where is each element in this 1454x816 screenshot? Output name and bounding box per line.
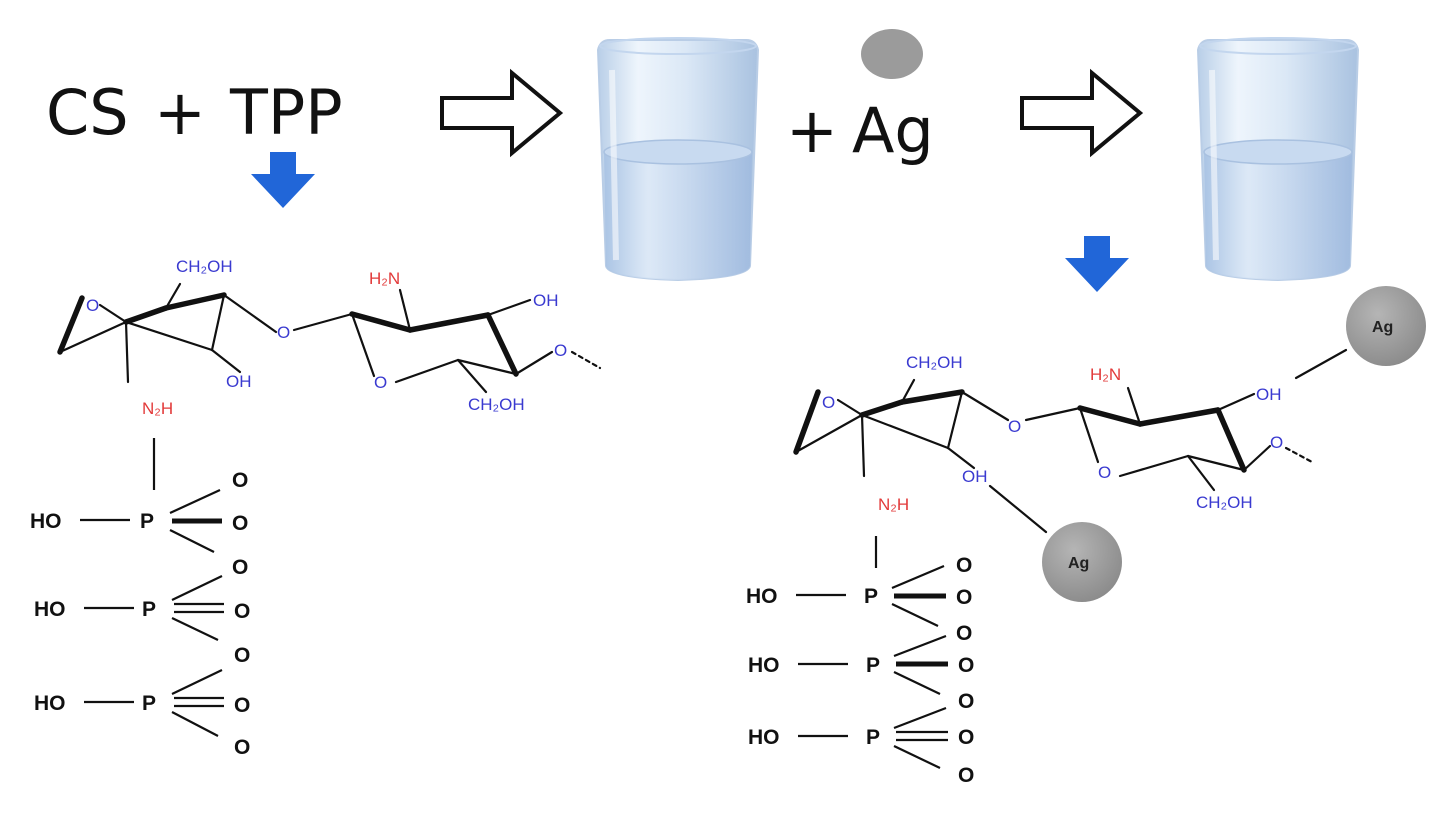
phosphate-ho-label: HO bbox=[30, 510, 62, 533]
reaction-arrow-1 bbox=[440, 71, 562, 155]
reactant-tpp-label: TPP bbox=[229, 76, 343, 149]
beaker-2 bbox=[1198, 38, 1358, 280]
structure-right-ch2oh-top-label: CH₂OH bbox=[906, 353, 963, 372]
phosphate-ho-label: HO bbox=[748, 654, 780, 677]
phosphate-o-label: O bbox=[234, 694, 250, 717]
phosphate-ho-label: HO bbox=[34, 598, 66, 621]
phosphate-p-label: P bbox=[142, 692, 156, 715]
phosphate-p-label: P bbox=[866, 726, 880, 749]
phosphate-ho-label: HO bbox=[748, 726, 780, 749]
structure-left-ring-o2-label: O bbox=[374, 373, 387, 392]
structure-right-ag-top-label: Ag bbox=[1372, 319, 1393, 336]
structure-left-o-tail-label: O bbox=[554, 341, 567, 360]
structure-right-oh-mid-label: OH bbox=[962, 467, 988, 486]
ag-nanoparticle-bottom-icon bbox=[1042, 522, 1122, 602]
plus-sign-1: + bbox=[154, 76, 206, 149]
structure-left-oh-right-label: OH bbox=[533, 291, 559, 310]
phosphate-p-label: P bbox=[140, 510, 154, 533]
structure-right-ring-o1-label: O bbox=[822, 393, 835, 412]
phosphate-o-label: O bbox=[232, 512, 248, 535]
structure-right-ch2oh-bottom-label: CH₂OH bbox=[1196, 493, 1253, 512]
ag-nanoparticle-top-icon bbox=[1346, 286, 1426, 366]
structure-right-oh-right-label: OH bbox=[1256, 385, 1282, 404]
metal-ag-label: Ag bbox=[852, 94, 934, 167]
blue-arrow-down-left-icon bbox=[251, 152, 315, 208]
structure-left-n2h-label: N₂H bbox=[142, 399, 173, 418]
phosphate-o-label: O bbox=[958, 764, 974, 787]
tpp-chain-right: HO P O O O HO P O O HO P O O bbox=[746, 536, 974, 787]
phosphate-o-label: O bbox=[956, 586, 972, 609]
phosphate-p-label: P bbox=[864, 585, 878, 608]
structure-right-h2n-label: H₂N bbox=[1090, 365, 1121, 384]
phosphate-o-label: O bbox=[234, 600, 250, 623]
beaker-1 bbox=[598, 38, 758, 280]
blue-arrow-down-right-icon bbox=[1065, 236, 1129, 292]
reactant-cs-label: CS bbox=[46, 76, 129, 149]
phosphate-o-label: O bbox=[958, 726, 974, 749]
structure-left-ring-o1-label: O bbox=[86, 296, 99, 315]
phosphate-ho-label: HO bbox=[746, 585, 778, 608]
phosphate-o-label: O bbox=[232, 469, 248, 492]
tpp-chain-left: HO P O O O HO P O O HO P O O bbox=[30, 438, 250, 759]
structure-left-ch2oh-top-label: CH₂OH bbox=[176, 257, 233, 276]
structure-left-ch2oh-bottom-label: CH₂OH bbox=[468, 395, 525, 414]
phosphate-o-label: O bbox=[958, 654, 974, 677]
structure-right-n2h-label: N₂H bbox=[878, 495, 909, 514]
structure-left-oh-mid-label: OH bbox=[226, 372, 252, 391]
phosphate-p-label: P bbox=[866, 654, 880, 677]
phosphate-ho-label: HO bbox=[34, 692, 66, 715]
phosphate-o-label: O bbox=[956, 554, 972, 577]
chitosan-structure-left: O CH₂OH OH O H₂N OH O O CH₂OH N₂H bbox=[57, 257, 602, 418]
phosphate-p-label: P bbox=[142, 598, 156, 621]
phosphate-o-label: O bbox=[234, 736, 250, 759]
structure-right-bridge-o-label: O bbox=[1008, 417, 1021, 436]
plus-sign-2: + bbox=[786, 94, 838, 167]
structure-left-bridge-o-label: O bbox=[277, 323, 290, 342]
structure-right-ag-bottom-label: Ag bbox=[1068, 555, 1089, 572]
reaction-arrow-2 bbox=[1020, 71, 1142, 155]
ag-particle-icon bbox=[861, 29, 923, 79]
phosphate-o-label: O bbox=[234, 644, 250, 667]
phosphate-o-label: O bbox=[958, 690, 974, 713]
structure-right-ring-o2-label: O bbox=[1098, 463, 1111, 482]
structure-left-h2n-label: H₂N bbox=[369, 269, 400, 288]
phosphate-o-label: O bbox=[232, 556, 248, 579]
phosphate-o-label: O bbox=[956, 622, 972, 645]
chitosan-structure-right: O CH₂OH OH O H₂N OH O O CH₂OH N₂H Ag Ag bbox=[793, 286, 1426, 602]
structure-right-o-tail-label: O bbox=[1270, 433, 1283, 452]
